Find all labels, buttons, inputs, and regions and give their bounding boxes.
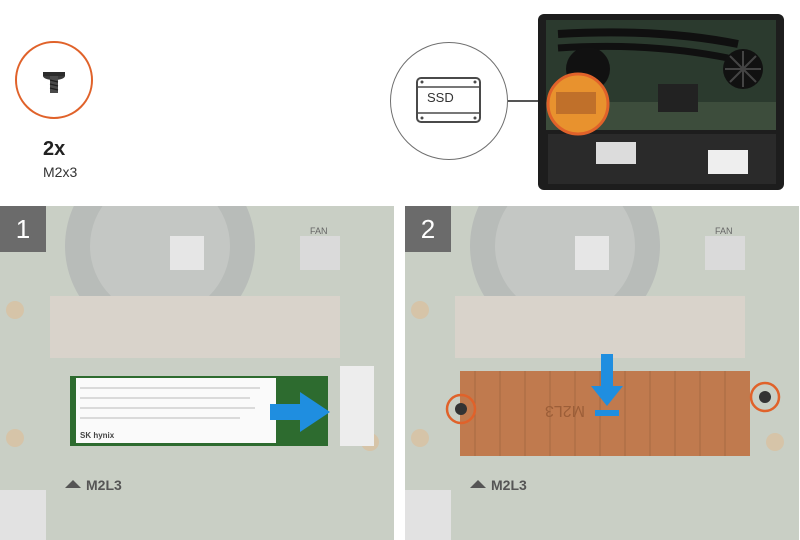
step-1-illustration: FAN SK hynix M2L3 [0, 206, 394, 540]
ssd-label: SSD [427, 90, 454, 105]
laptop-base-illustration [538, 14, 784, 190]
screw-callout-circle [15, 41, 93, 119]
step-2-panel: FAN M2L3 M2L3 2 [405, 206, 799, 540]
m2l3-stamp: M2L3 [491, 477, 527, 493]
board-fan-label: FAN [715, 226, 733, 236]
m2l3-stamp: M2L3 [86, 477, 122, 493]
screw-icon [43, 72, 65, 93]
step-1-badge: 1 [0, 206, 46, 252]
screw-spec: M2x3 [43, 164, 78, 180]
board-fan-label: FAN [310, 226, 328, 236]
callout-leader-line [508, 100, 548, 102]
shield-stamp: M2L3 [545, 402, 585, 419]
ssd-callout-circle [390, 42, 508, 160]
press-down-arrow-icon [591, 354, 623, 416]
step-2-badge: 2 [405, 206, 451, 252]
screw-highlight-right [749, 381, 781, 413]
step-1-panel: FAN SK hynix M2L3 1 [0, 206, 394, 540]
slide-arrow-icon [270, 392, 330, 432]
ssd-brand: SK hynix [80, 431, 115, 440]
ssd-icon [416, 77, 481, 123]
screw-quantity: 2x [43, 138, 66, 160]
step-2-illustration: FAN M2L3 M2L3 [405, 206, 799, 540]
screw-highlight-left [445, 393, 477, 425]
